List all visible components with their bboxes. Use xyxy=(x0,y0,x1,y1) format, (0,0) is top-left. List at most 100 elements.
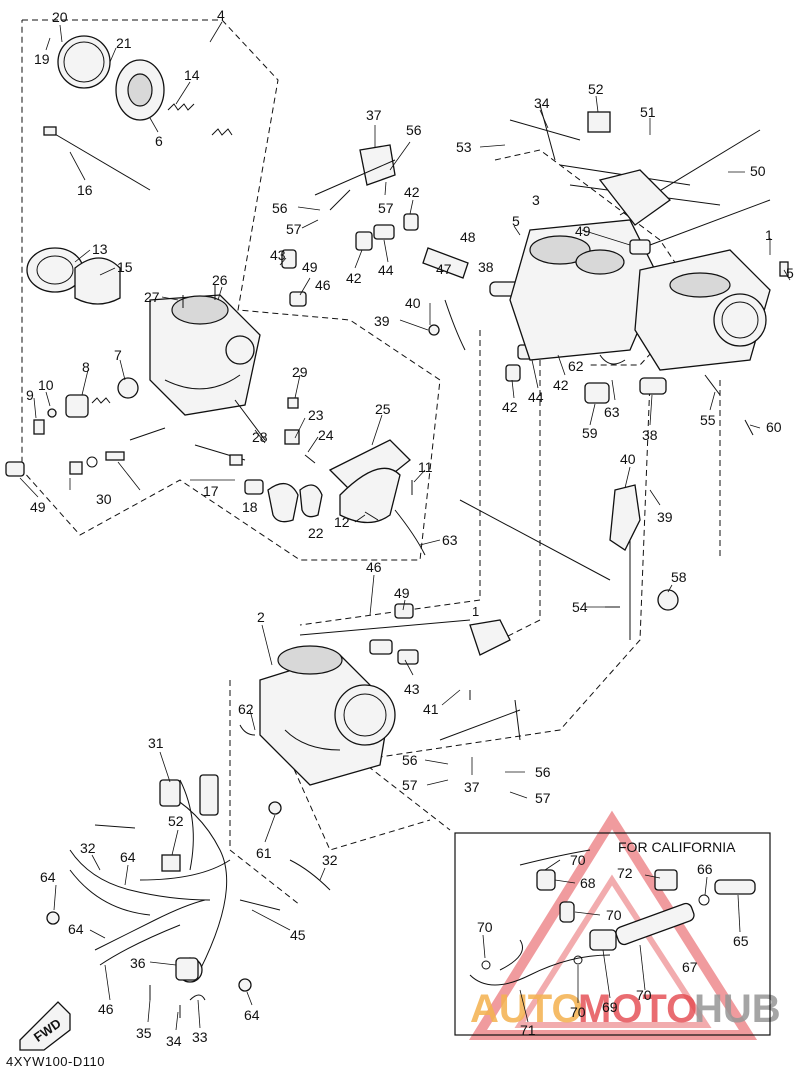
callout: 45 xyxy=(290,927,306,943)
callout: 57 xyxy=(286,221,302,237)
callout: 46 xyxy=(98,1001,114,1017)
callout: 2 xyxy=(257,609,265,625)
callout: 27 xyxy=(144,289,160,305)
group-outlines xyxy=(21,19,721,906)
callout: 19 xyxy=(34,51,50,67)
callout: 70 xyxy=(606,907,622,923)
callout: 63 xyxy=(442,532,458,548)
callout: 13 xyxy=(92,241,108,257)
callout: 57 xyxy=(402,777,418,793)
callout: 26 xyxy=(212,272,228,288)
callout: 53 xyxy=(456,139,472,155)
california-box xyxy=(454,832,771,1036)
callout: 47 xyxy=(436,261,452,277)
callout: 21 xyxy=(116,35,132,51)
callout: 61 xyxy=(256,845,272,861)
callout: 5 xyxy=(512,213,520,229)
california-parts xyxy=(469,849,756,986)
callout: 38 xyxy=(642,427,658,443)
callout: 6 xyxy=(155,133,163,149)
callout: 70 xyxy=(570,1004,586,1020)
callout: 7 xyxy=(114,347,122,363)
watermark-hub: HUB xyxy=(694,987,781,1031)
callout: 56 xyxy=(535,764,551,780)
callout: 3 xyxy=(532,192,540,208)
callout: 22 xyxy=(308,525,324,541)
callout: 70 xyxy=(636,987,652,1003)
callout: 68 xyxy=(580,875,596,891)
callout: 64 xyxy=(40,869,56,885)
callout: 42 xyxy=(502,399,518,415)
callout: 37 xyxy=(464,779,480,795)
callout: 39 xyxy=(657,509,673,525)
callout: 43 xyxy=(404,681,420,697)
callout: 43 xyxy=(270,247,286,263)
callout: 42 xyxy=(404,184,420,200)
callout: 56 xyxy=(406,122,422,138)
callout: 35 xyxy=(136,1025,152,1041)
callout: 42 xyxy=(346,270,362,286)
callout: 54 xyxy=(572,599,588,615)
callout: 46 xyxy=(366,559,382,575)
callout: 67 xyxy=(682,959,698,975)
callout: 25 xyxy=(375,401,391,417)
callout: 37 xyxy=(366,107,382,123)
callout: 38 xyxy=(478,259,494,275)
callout: 70 xyxy=(570,852,586,868)
callout: 17 xyxy=(203,483,219,499)
callout: 31 xyxy=(148,735,164,751)
callout: 32 xyxy=(80,840,96,856)
callout: 18 xyxy=(242,499,258,515)
callout: 62 xyxy=(238,701,254,717)
callout: 46 xyxy=(315,277,331,293)
callout: 66 xyxy=(697,861,713,877)
callout: 28 xyxy=(252,429,268,445)
callout: 14 xyxy=(184,67,200,83)
callout: 60 xyxy=(766,419,782,435)
callout: 70 xyxy=(477,919,493,935)
leader-lines xyxy=(19,21,791,1031)
callout: 36 xyxy=(130,955,146,971)
callout: 58 xyxy=(671,569,687,585)
callout: 56 xyxy=(402,752,418,768)
callout: 48 xyxy=(460,229,476,245)
callout: 40 xyxy=(620,451,636,467)
callout: 23 xyxy=(308,407,324,423)
callout: 4 xyxy=(217,7,225,23)
california-title: FOR CALIFORNIA xyxy=(618,839,736,855)
callout: 40 xyxy=(405,295,421,311)
callout: 55 xyxy=(700,412,716,428)
callout: 33 xyxy=(192,1029,208,1045)
callout: 44 xyxy=(528,389,544,405)
diagram-code: 4XYW100-D110 xyxy=(6,1054,105,1069)
callout: 51 xyxy=(640,104,656,120)
callout: 5 xyxy=(786,265,794,281)
callout: 12 xyxy=(334,514,350,530)
callout: 62 xyxy=(568,358,584,374)
callout: 52 xyxy=(168,813,184,829)
callout: 29 xyxy=(292,364,308,380)
lower-harness xyxy=(46,774,331,1018)
upper-left-carb-parts xyxy=(5,35,426,556)
callout: 34 xyxy=(534,95,550,111)
callout: 10 xyxy=(38,377,54,393)
callout: 64 xyxy=(68,921,84,937)
callout: 16 xyxy=(77,182,93,198)
watermark-auto: AUTO xyxy=(470,987,583,1031)
callout: 72 xyxy=(617,865,633,881)
callout: 20 xyxy=(52,9,68,25)
callout: 49 xyxy=(575,223,591,239)
callout: 56 xyxy=(272,200,288,216)
callout: 50 xyxy=(750,163,766,179)
callout: 49 xyxy=(394,585,410,601)
callout: 71 xyxy=(520,1022,536,1038)
callout-labels: 20 19 21 4 14 6 16 13 15 27 26 8 7 10 9 … xyxy=(26,7,794,1049)
callout: 52 xyxy=(588,81,604,97)
callout: 32 xyxy=(322,852,338,868)
callout: 63 xyxy=(604,404,620,420)
middle-linkage xyxy=(299,484,679,741)
callout: 15 xyxy=(117,259,133,275)
callout: 11 xyxy=(418,459,433,475)
callout: 64 xyxy=(244,1007,260,1023)
